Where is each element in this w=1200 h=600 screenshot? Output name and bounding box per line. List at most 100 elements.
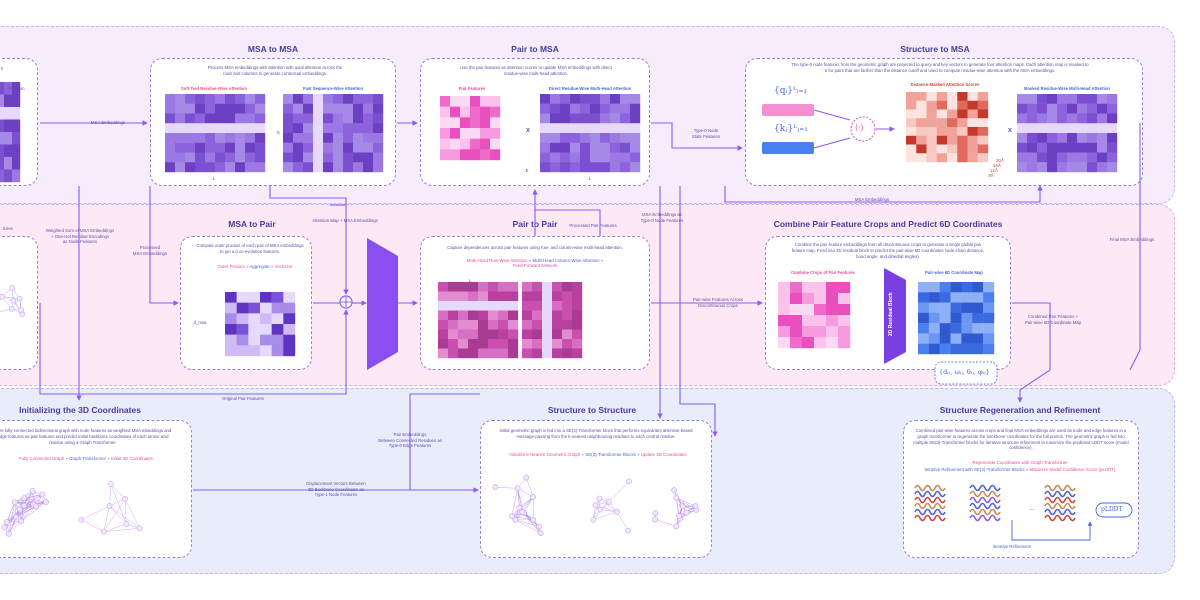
regen-title: Structure Regeneration and Refinement: [939, 405, 1101, 415]
direct-attn-heatmap: [540, 94, 641, 173]
combine-crops-label: Combine Crops of Pair Features: [791, 270, 855, 275]
query-box: [762, 104, 814, 116]
pair-to-pair-steps: Multi-Head Row-Wise Attention » Multi-He…: [466, 258, 604, 268]
sts-graph-left: [492, 474, 544, 537]
key-box: [762, 142, 814, 154]
processed-msa-label: Processed MSA Embeddings: [132, 245, 168, 256]
protein-structure-2: [969, 484, 1001, 522]
left-pair-card: [0, 236, 38, 370]
regen-line2: Iterative Refinement with SE(3)-Transfor…: [924, 467, 1116, 472]
col-attention-heatmap: [522, 282, 583, 359]
dot-product-node: [850, 116, 876, 142]
combine-residual-block-shape: [884, 268, 906, 364]
cutoff-8: 8Å: [988, 173, 994, 178]
soft-tied-label: Soft-Tied Residue-Wise Attention: [180, 86, 248, 91]
weighted-sum-label: Weighted Sum of MSA Embeddings + One-Hot…: [45, 228, 115, 245]
init-graph-center: [78, 481, 143, 535]
outer-product-matrix: [225, 292, 296, 357]
pair-to-pair-desc: Capture dependences across pair features…: [447, 245, 623, 250]
step-column-attention: Multi-Head Column-Wise Attention: [532, 258, 600, 263]
init-graph-left: [1, 488, 49, 537]
pair-to-msa-desc: Use the pair features as attention score…: [460, 65, 612, 76]
structure-to-structure-desc: Initial geometric graph is fed into a SE…: [499, 428, 693, 439]
distance-masked-label: Distance-Masked Attention Scores: [910, 82, 980, 87]
query-equation: {qᵢ}ᴸᵢ₌₁: [774, 86, 807, 96]
left-pair-graph: [0, 285, 26, 317]
combine-crops-cube: [778, 282, 851, 349]
sts-graph-center: [590, 478, 632, 534]
pairwise-crops-label: Pair-wise Features Across Discontinuous …: [693, 297, 743, 308]
6d-map-label: Pair-wise 6D Coordinate Map: [925, 270, 983, 275]
masked-attn-label: Masked Residue-Wise Multi-Head Attention: [1024, 86, 1110, 91]
cutoff-20: 20Å: [996, 158, 1004, 163]
processed-pair-label: Processed Pair Features: [569, 223, 617, 228]
step-aggregate: Aggregate: [249, 264, 270, 269]
left-msa-fragment-b: Attention: [7, 86, 25, 91]
combine-title: Combine Pair Feature Crops and Predict 6…: [773, 219, 1003, 229]
residual-block-shape: [367, 238, 398, 370]
combine-residual-label: 2D Residual Block: [888, 292, 894, 336]
fast-seq-heatmap: [283, 94, 384, 173]
msa-to-msa-desc: Process MSA embeddings with attention wi…: [207, 65, 343, 76]
direct-attn-label: Direct Residue-Wise Multi-Head Attention: [548, 86, 632, 91]
init-3d-title: Initializing the 3D Coordinates: [19, 405, 141, 415]
dot-product-symbol: ⟨·⟩: [855, 123, 864, 132]
final-msa-label: Final MSA Embeddings: [1109, 237, 1155, 242]
step-vectorize: Vectorize: [274, 264, 293, 269]
structure-to-msa-title: Structure to MSA: [900, 44, 970, 54]
init-3d-steps: Fully Connected Graph » Graph Transforme…: [18, 456, 154, 461]
msa-embeddings-label-2: MSA Embeddings: [854, 197, 890, 202]
axis-l-msa: L: [212, 176, 216, 181]
attention-map-label: Attention Map + MSA Embeddings: [312, 218, 378, 223]
6d-coordinate-map: [918, 282, 995, 355]
pair-features-cube: [440, 96, 501, 161]
protein-structure-3: [1044, 484, 1076, 522]
step-initial-3d: Initial 3D Coordinates: [111, 456, 154, 461]
soft-tied-heatmap: [165, 94, 266, 173]
multiply-op-pair: x: [526, 127, 530, 134]
msa-embeddings-label: MSA Embeddings: [90, 120, 126, 125]
combined-pair-label: Combined Pair Features + Pair-wise 6D Co…: [1024, 314, 1082, 325]
pair-to-msa-title: Pair to MSA: [511, 44, 559, 54]
msa-to-pair-title: MSA to Pair: [228, 219, 276, 229]
axis-l-pair-msa: L: [588, 176, 592, 181]
step-se3-blocks: SE(3)-Transformer Blocks: [585, 452, 636, 457]
pair-embeddings-label: Pair Embeddings Between Connected Residu…: [378, 432, 442, 449]
regen-line1: Regenerate Coordinates with Graph Transf…: [972, 460, 1068, 465]
key-equation: {kⱼ}ᴸⱼ₌₁: [774, 124, 808, 134]
step-knn-graph: Initialize k-Nearest Geometric Graph: [509, 452, 581, 457]
regen-desc: Combined pair-wise features across crops…: [913, 428, 1129, 451]
left-msa-fragment-a: h: [0, 66, 4, 71]
left-msa-heatmap: [0, 82, 21, 183]
init-3d-desc: alize fully-connected bidirectional grap…: [0, 428, 172, 445]
left-pair-fragment: tures: [3, 226, 13, 231]
cutoff-16: 16Å: [993, 163, 1001, 168]
iterative-refinement-label: Iterative Refinement: [992, 544, 1032, 549]
cutoff-12: 12Å: [990, 168, 998, 173]
combine-desc: Combine the pair-feature embeddings from…: [791, 242, 985, 259]
type0-state-label: Type-0 Node State Features: [691, 128, 721, 139]
step-outer-product: Outer Product: [217, 264, 245, 269]
msa-to-pair-steps: Outer Product » Aggregate » Vectorize: [217, 264, 293, 269]
step-fully-connected: Fully Connected Graph: [18, 456, 65, 461]
structure-to-msa-desc: The type-0 node features from the geomet…: [791, 62, 1089, 73]
ellipsis: ...: [1029, 506, 1035, 512]
axis-d-msa: d_msa: [193, 320, 207, 325]
step-update-3d: Update 3D Coordinates: [640, 452, 687, 457]
axis-e: E: [525, 168, 529, 173]
fast-seq-label: Fast Sequence-Wise Attention: [302, 86, 364, 91]
msa-to-msa-title: MSA to MSA: [247, 44, 299, 54]
step-graph-transformer: Graph Transformer: [69, 456, 107, 461]
axis-l-pair: L: [468, 278, 472, 283]
sts-graph-right: [652, 487, 700, 530]
row-attention-heatmap: [438, 282, 519, 359]
6d-equation: {dᵢⱼ, ωᵢⱼ, θᵢⱼ, φᵢⱼ}: [939, 368, 990, 376]
original-pair-label: Original Pair Features: [222, 396, 264, 401]
displacement-label: Displacement Vectors Between 3D Backbone…: [306, 481, 366, 498]
step-row-attention: Multi-Head Row-Wise Attention: [466, 258, 528, 263]
step-feed-forward: Feed-Forward Network: [512, 263, 558, 268]
plddt-pill: [1095, 502, 1133, 518]
plddt-text: pLDDT: [1101, 506, 1123, 513]
sts-steps: Initialize k-Nearest Geometric Graph » S…: [509, 452, 687, 457]
